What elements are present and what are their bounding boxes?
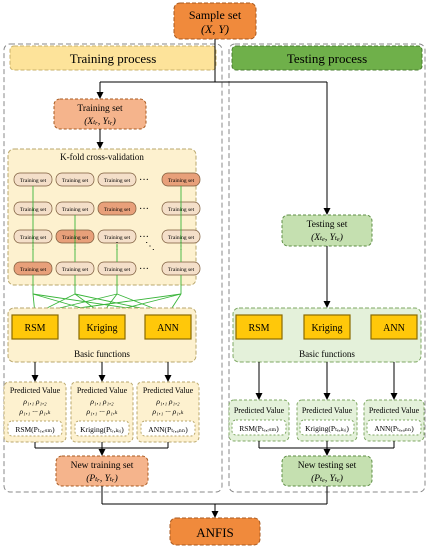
new-testing-set-vars: (Pₜₑ, Yₜₑ) (311, 473, 343, 484)
pred-result: RSM(Pₜᵣ,ᵣₛₘ) (15, 425, 55, 434)
new-training-set-title: New training set (71, 461, 134, 471)
model-box-kriging (303, 314, 351, 340)
model-label: ANN (383, 323, 405, 334)
pred-line: ρ₁,₁ ··· ρ₁,ₖ (86, 407, 118, 416)
model-box-ann (370, 314, 418, 340)
hdots: ··· (139, 204, 149, 215)
pred-title: Predicted Value (302, 406, 353, 415)
pred-line: ρ₁,₁ ρ₁,₂ (155, 397, 180, 406)
model-box-kriging (78, 314, 126, 340)
kfold-chip-label: Training set (104, 267, 131, 273)
hdots: ··· (139, 175, 149, 186)
new-testing-set-title: New testing set (298, 461, 357, 471)
pred-result: ANN(Pₜₑ,ₐₙₙ) (374, 424, 414, 433)
kfold-chip (55, 172, 95, 187)
sample-set-title: Sample set (189, 8, 242, 22)
testing-set-title: Testing set (307, 220, 348, 230)
training-header-text: Training process (70, 51, 157, 66)
kfold-chip-label: Training set (62, 178, 89, 184)
hdots: ··· (139, 232, 149, 243)
model-label: Kriging (311, 323, 342, 334)
model-box-ann (144, 314, 192, 340)
kfold-chip-label: Training set (168, 267, 195, 273)
pred-result: Kriging(Pₜᵣ,ₖᵣᵢ) (80, 425, 124, 434)
model-label: ANN (157, 323, 179, 334)
pred-line: ρ₁,₁ ρ₁,₂ (22, 397, 47, 406)
testing-models: RSM Kriging ANN (235, 314, 418, 340)
pred-result: ANN(Pₜᵣ,ₐₙₙ) (148, 425, 188, 434)
kfold-chip-label: Training set (20, 267, 47, 273)
training-set-title: Training set (77, 104, 123, 114)
testing-basic-label: Basic functions (299, 349, 355, 359)
kfold-chip-label: Training set (168, 178, 195, 184)
kfold-chip-label: Training set (104, 207, 131, 213)
testing-set-box (281, 214, 373, 247)
model-box-rsm (235, 314, 283, 340)
pred-title: Predicted Value (77, 386, 128, 395)
kfold-chip-label: Training set (104, 235, 131, 241)
sample-set-vars: (X, Y) (201, 22, 229, 36)
training-header (9, 45, 217, 71)
kfold-chip-label: Training set (62, 207, 89, 213)
model-label: Kriging (86, 323, 117, 334)
model-box-rsm (11, 314, 59, 340)
pred-line: ρ₁,₁ ··· ρ₁,ₖ (19, 407, 51, 416)
pred-title: Predicted Value (234, 406, 285, 415)
kfold-chip-label: Training set (20, 178, 47, 184)
training-process-frame (3, 43, 223, 493)
pred-title: Predicted Value (10, 386, 61, 395)
kfold-chip (97, 201, 137, 216)
model-label: RSM (24, 323, 45, 334)
pred-result: RSM(Pₜₑ,ᵣₛₘ) (239, 424, 279, 433)
testing-header-text: Testing process (287, 51, 367, 66)
hdots: ··· (139, 264, 149, 275)
new-training-set-vars: (Pₜᵣ, Yₜᵣ) (86, 473, 118, 484)
kfold-chip-label: Training set (104, 178, 131, 184)
kfold-chip (97, 172, 137, 187)
training-models: RSM Kriging ANN (11, 314, 192, 340)
ddots: ⋱ (145, 241, 155, 252)
pred-line: ρ₁,₁ ρ₁,₂ (89, 397, 114, 406)
model-label: RSM (248, 323, 269, 334)
anfis-box (169, 517, 261, 546)
pred-title: Predicted Value (143, 386, 194, 395)
pred-line: ρ₁,₁ ··· ρ₁,ₖ (152, 407, 184, 416)
new-testing-set-box (281, 455, 373, 487)
kfold-panel (7, 148, 197, 286)
pred-result: Kriging(Pₜₑ,ₖᵣᵢ) (305, 424, 349, 433)
pred-title: Predicted Value (369, 406, 420, 415)
testing-set-vars: (Xₜₑ, Yₜₑ) (311, 232, 343, 243)
kfold-chip-label: Training set (62, 267, 89, 273)
training-basic-label: Basic functions (74, 349, 130, 359)
kfold-title: K-fold cross-validation (60, 152, 144, 162)
training-set-vars: (Xₜᵣ, Yₜᵣ) (84, 116, 116, 127)
testing-header (231, 45, 423, 71)
kfold-chip (97, 229, 137, 244)
anfis-label: ANFIS (196, 525, 234, 540)
